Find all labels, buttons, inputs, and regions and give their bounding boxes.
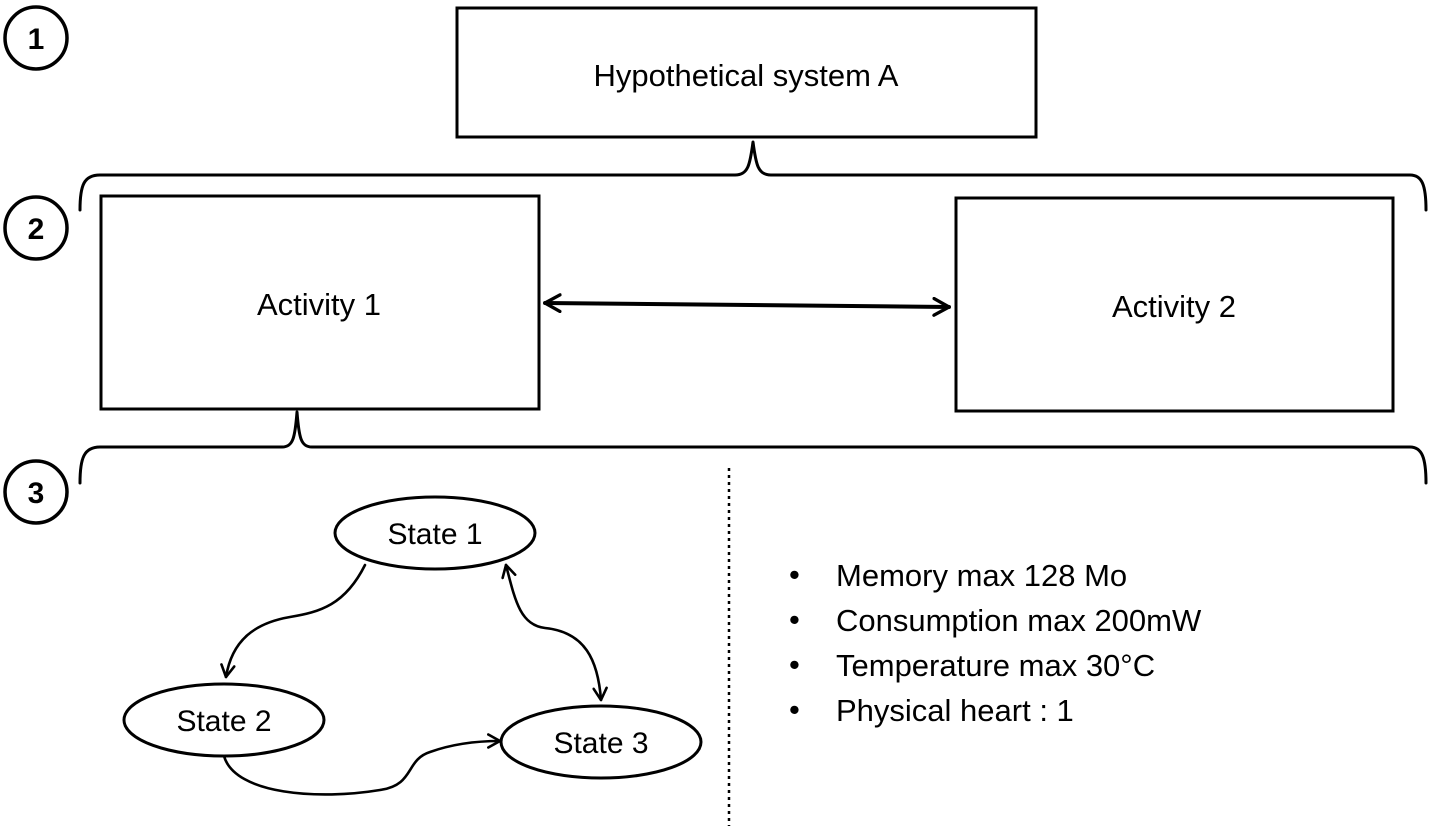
bullet: •	[789, 647, 800, 682]
activity-1-label: Activity 1	[257, 287, 381, 322]
constraints-list: • Memory max 128 Mo • Consumption max 20…	[789, 557, 1202, 728]
constraint-memory: Memory max 128 Mo	[836, 558, 1127, 593]
system-label: Hypothetical system A	[594, 58, 899, 93]
activity-node-2: Activity 2	[954, 196, 1395, 413]
step-marker-2: 2	[3, 195, 69, 261]
transition-state1-state3	[501, 563, 608, 702]
constraint-physical-heart: Physical heart : 1	[836, 693, 1074, 728]
bullet: •	[789, 557, 800, 592]
state-node-1: State 1	[333, 495, 537, 571]
transition-state1-to-state2	[220, 563, 367, 679]
step-marker-3-label: 3	[28, 477, 45, 510]
constraint-item: • Physical heart : 1	[789, 692, 1074, 728]
step-marker-2-label: 2	[28, 213, 45, 246]
state-node-2: State 2	[122, 682, 326, 758]
state-2-label: State 2	[176, 705, 271, 738]
system-node: Hypothetical system A	[455, 6, 1038, 139]
activity-brace	[78, 410, 1428, 485]
constraint-item: • Temperature max 30°C	[789, 647, 1155, 683]
state-3-label: State 3	[553, 727, 648, 760]
constraint-item: • Consumption max 200mW	[789, 602, 1202, 638]
step-marker-3: 3	[3, 459, 69, 525]
activity-node-1: Activity 1	[99, 194, 541, 411]
constraint-temperature: Temperature max 30°C	[836, 648, 1155, 683]
step-marker-1-label: 1	[28, 23, 45, 56]
state-node-3: State 3	[499, 704, 703, 780]
bullet: •	[789, 602, 800, 637]
system-brace	[78, 140, 1428, 212]
activity-2-label: Activity 2	[1112, 289, 1236, 324]
constraint-consumption: Consumption max 200mW	[836, 603, 1202, 638]
transition-state2-to-state3	[222, 733, 502, 796]
step-marker-1: 1	[3, 5, 69, 71]
state-1-label: State 1	[387, 518, 482, 551]
bullet: •	[789, 692, 800, 727]
constraint-item: • Memory max 128 Mo	[789, 557, 1127, 593]
activity-link-arrow	[543, 293, 951, 317]
